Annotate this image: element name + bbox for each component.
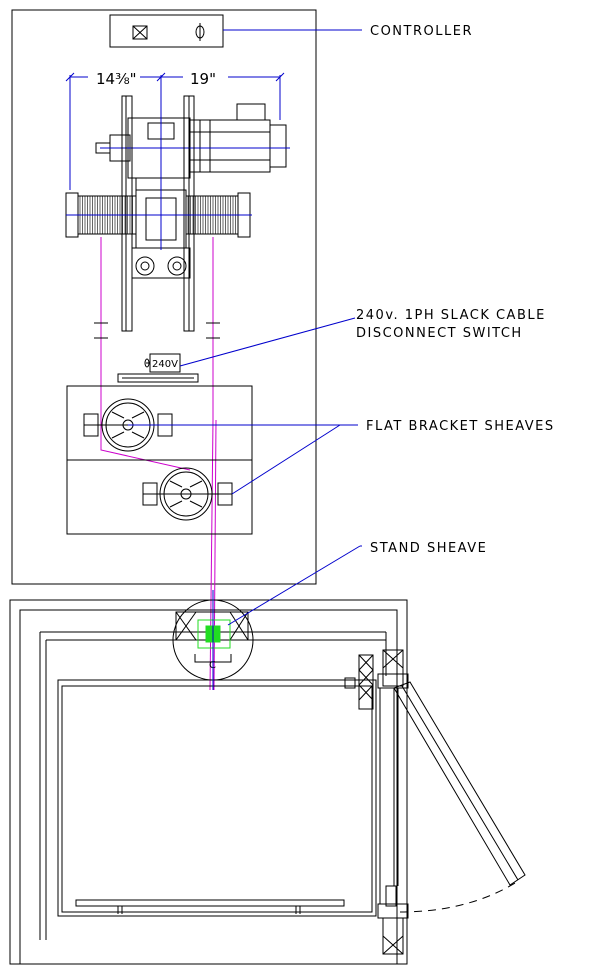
dimension-right: 19" [190,70,216,88]
upper-mounting-panel [11,9,317,585]
slack-switch-label-line2: DISCONNECT SWITCH [356,326,523,341]
controller-label: CONTROLLER [370,24,473,39]
sheave-leader-lower [231,424,341,495]
car-platform [57,677,377,917]
controller-box [109,14,224,48]
slack-cable-switch [117,353,199,383]
lower-enclosure [9,599,408,965]
slack-switch-label-line1: 240v. 1PH SLACK CABLE [356,308,546,323]
door-assembly [358,649,526,955]
stand-sheave-label: STAND SHEAVE [370,541,487,556]
stand-sheave-leader [227,545,361,626]
cable-gauge-marks [94,322,220,339]
hoist-cables [100,237,217,691]
dimension-left: 14⅜" [96,70,137,88]
flat-bracket-sheave-lower [142,467,233,521]
flat-bracket-panel [66,385,253,535]
switch-box-label: 240V [152,359,178,370]
flat-bracket-sheaves-label: FLAT BRACKET SHEAVES [366,419,555,434]
dimension-lines [65,72,285,190]
frame-posts [121,95,195,332]
slack-switch-leader [179,317,356,367]
